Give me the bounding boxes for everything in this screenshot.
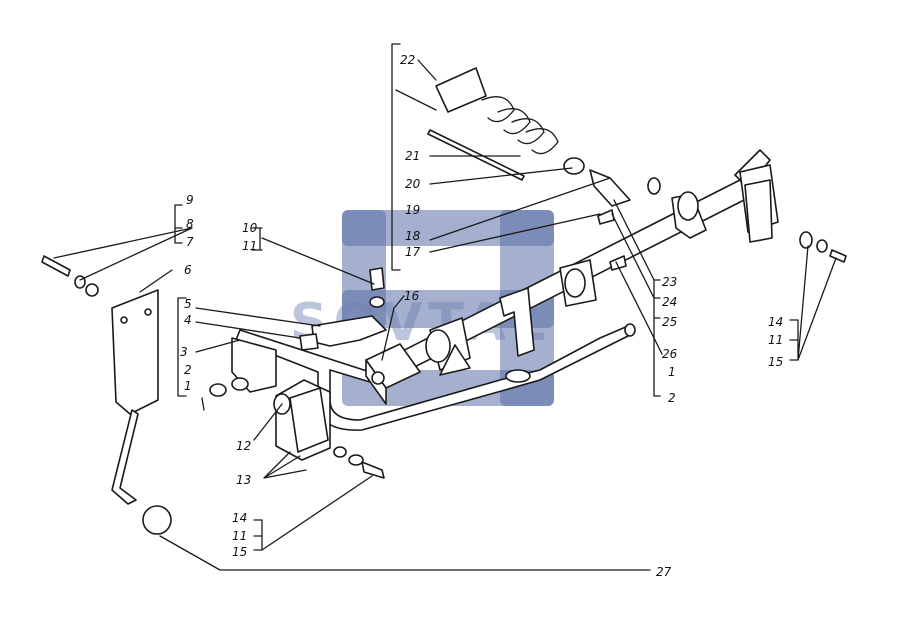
label-16: 16 (404, 289, 420, 303)
bolt-set-upper-left (41, 255, 99, 297)
label-3: 3 (180, 345, 188, 359)
guide-housing (273, 379, 331, 461)
label-24: 24 (662, 295, 677, 309)
spring-assembly (427, 67, 661, 271)
label-18: 18 (405, 229, 421, 243)
label-25: 25 (662, 315, 677, 329)
label-14-right: 14 (768, 315, 783, 329)
label-11-lower: 11 (232, 529, 247, 543)
label-8: 8 (186, 217, 194, 231)
bolt-set-lower (333, 446, 385, 479)
label-13: 13 (236, 473, 251, 487)
label-15-lower: 15 (232, 545, 247, 559)
label-20: 20 (405, 177, 421, 191)
leader-lines (53, 43, 837, 571)
shift-lever (111, 289, 172, 535)
label-1-right: 1 (668, 365, 676, 379)
label-2-right: 2 (668, 391, 676, 405)
label-5: 5 (184, 297, 192, 311)
washer-nut (201, 383, 227, 411)
label-11-center: 11 (242, 239, 257, 253)
mounting-bracket (231, 315, 387, 393)
label-1-left: 1 (184, 379, 192, 393)
shift-fork-left (425, 317, 471, 376)
label-9: 9 (186, 193, 194, 207)
label-4: 4 (184, 313, 192, 327)
label-2-left: 2 (184, 363, 192, 377)
label-17: 17 (405, 245, 421, 259)
lever-block (365, 343, 421, 405)
label-10: 10 (242, 221, 258, 235)
label-22: 22 (400, 53, 415, 67)
label-26: 26 (662, 347, 678, 361)
shift-fork-middle (499, 287, 535, 357)
label-21: 21 (405, 149, 420, 163)
label-15-right: 15 (768, 355, 783, 369)
bolt-set-center (369, 267, 385, 308)
bolt-set-right (799, 231, 847, 263)
label-7: 7 (186, 235, 194, 249)
label-19: 19 (405, 203, 420, 217)
label-14-lower: 14 (232, 511, 247, 525)
label-12: 12 (236, 439, 251, 453)
callout-labels: 22 21 20 19 18 17 10 11 9 8 7 6 5 4 3 2 … (180, 53, 783, 579)
label-6: 6 (184, 263, 192, 277)
label-27: 27 (656, 565, 672, 579)
shift-fork-right (559, 259, 597, 307)
label-11-right: 11 (768, 333, 783, 347)
label-23: 23 (662, 275, 677, 289)
